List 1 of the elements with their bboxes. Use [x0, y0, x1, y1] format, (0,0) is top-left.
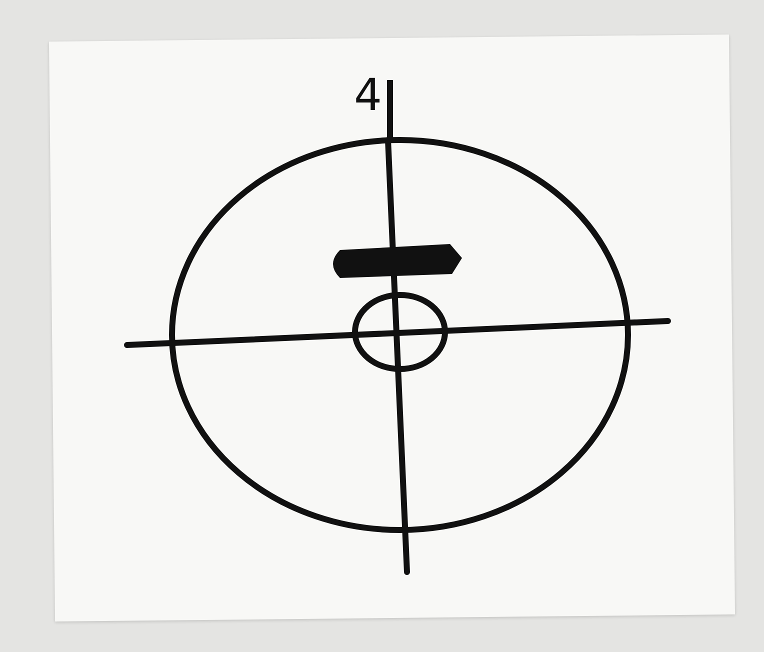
- symbol-number: 4: [354, 74, 382, 118]
